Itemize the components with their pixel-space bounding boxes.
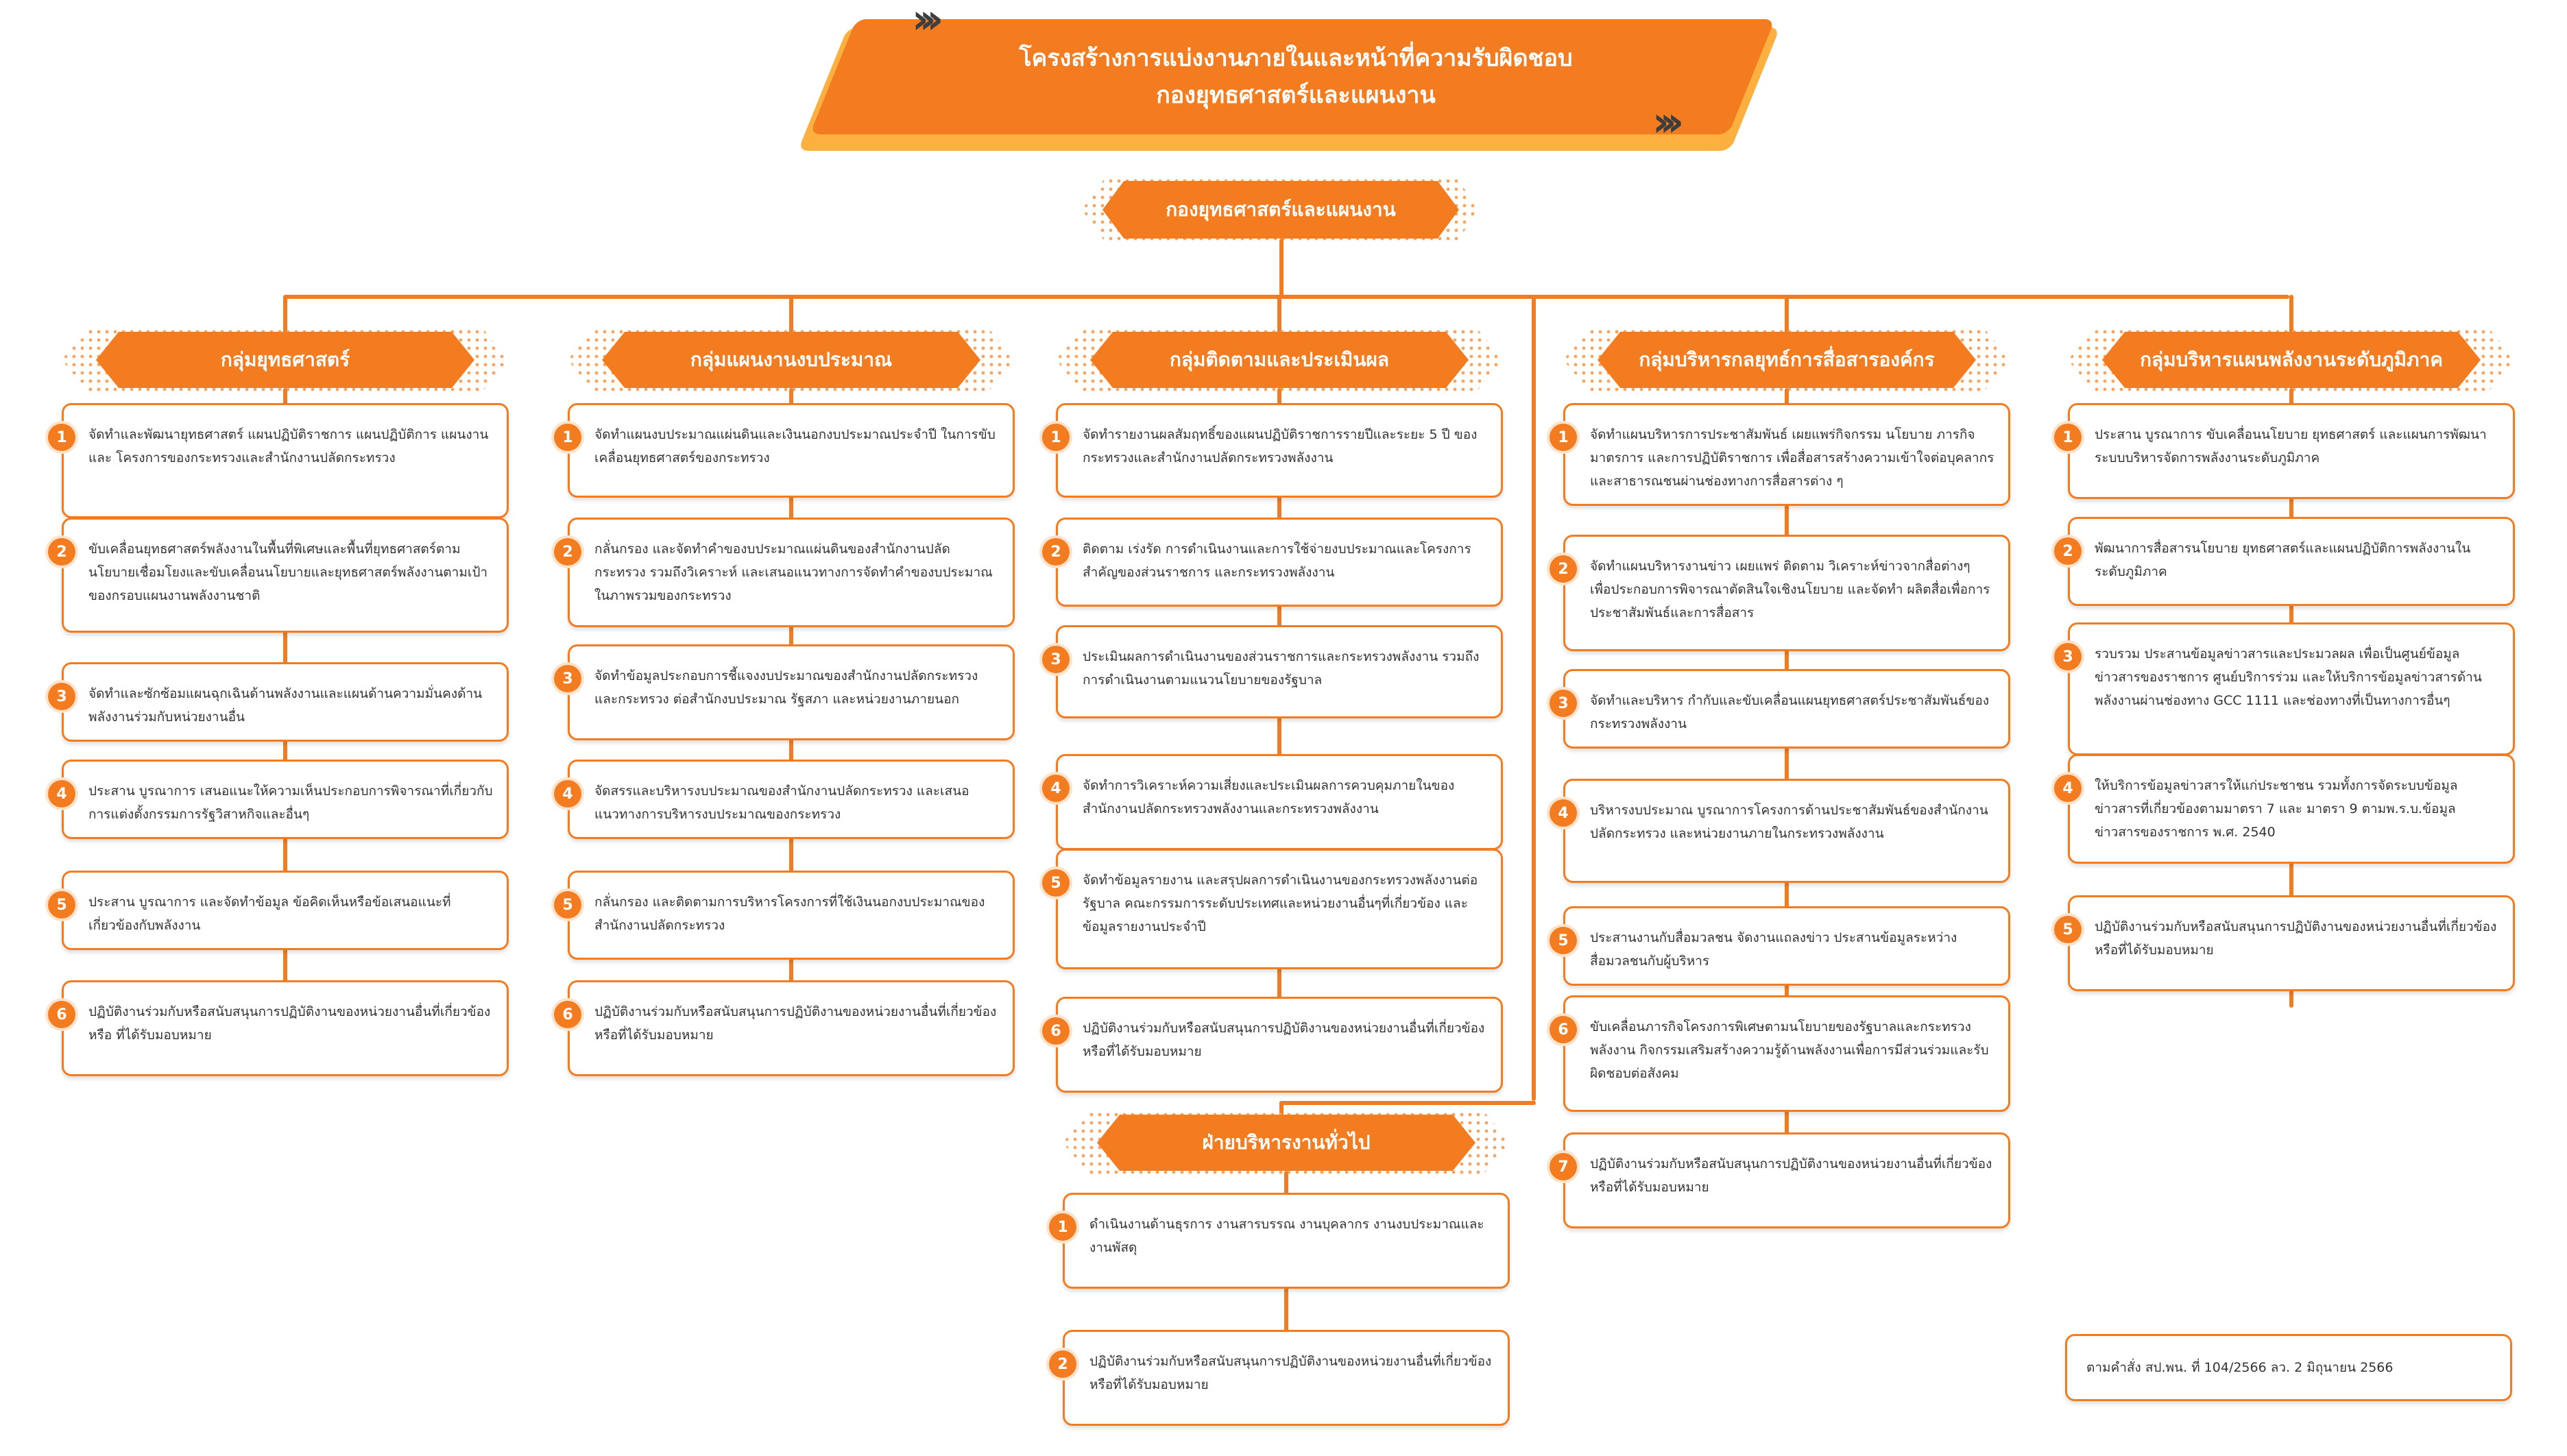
item-number-badge: 5 [1042,869,1070,897]
item-number-badge: 1 [48,424,75,451]
admin-header: ฝ่ายบริหารงานทั่วไป [1097,1115,1475,1171]
connector-line [1532,295,1536,1101]
group-item-card: ปฏิบัติงานร่วมกับหรือสนับสนุนการปฏิบัติง… [62,980,509,1076]
group-item-card: ประสาน บูรณาการ และจัดทำข้อมูล ข้อคิดเห็… [62,871,509,950]
connector-line [2289,295,2293,356]
group-item-card: จัดสรรและบริหารงบประมาณของสำนักงานปลัดกร… [568,760,1015,839]
page-title-line2: กองยุทธศาสตร์และแผนงาน [1156,82,1436,109]
group-item-card: ปฏิบัติงานร่วมกับหรือสนับสนุนการปฏิบัติง… [1563,1132,2010,1228]
item-number-badge: 3 [554,665,581,692]
item-number-badge: 1 [554,424,581,451]
item-number-badge: 3 [48,683,75,710]
item-number-badge: 4 [554,780,581,808]
item-number-badge: 4 [1042,775,1070,802]
item-number-badge: 5 [48,891,75,919]
group-item-card: จัดทำแผนงบประมาณแผ่นดินและเงินนอกงบประมา… [568,403,1015,498]
connector-line [1279,1101,1536,1105]
group-item-card: พัฒนาการสื่อสารนโยบาย ยุทธศาสตร์และแผนปฏ… [2068,517,2515,606]
item-number-badge: 5 [1550,927,1577,954]
item-number-badge: 1 [1042,424,1070,451]
group-header: กลุ่มแผนงานงบประมาณ [602,332,980,388]
group-item-card: จัดทำรายงานผลสัมฤทธิ์ของแผนปฏิบัติราชการ… [1056,403,1503,498]
group-item-card: จัดทำและซักซ้อมแผนฉุกเฉินด้านพลังงานและแ… [62,662,509,742]
group-item-card: ขับเคลื่อนยุทธศาสตร์พลังงานในพื้นที่พิเศ… [62,518,509,633]
item-number-badge: 4 [48,780,75,808]
item-number-badge: 2 [554,538,581,566]
item-number-badge: 2 [1550,555,1577,583]
root-department: กองยุทธศาสตร์และแผนงาน [1102,181,1459,239]
item-number-badge: 7 [1550,1153,1577,1180]
page-title-line1: โครงสร้างการแบ่งงานภายในและหน้าที่ความรั… [1019,45,1573,72]
item-number-badge: 6 [554,1001,581,1028]
group-item-card: ขับเคลื่อนภารกิจโครงการพิเศษตามนโยบายของ… [1563,995,2010,1112]
page-title: โครงสร้างการแบ่งงานภายในและหน้าที่ความรั… [836,19,1755,134]
group-item-card: จัดทำและพัฒนายุทธศาสตร์ แผนปฏิบัติราชการ… [62,403,509,518]
group-item-card: บริหารงบประมาณ บูรณาการโครงการด้านประชาส… [1563,779,2010,883]
item-number-badge: 4 [2054,775,2082,802]
group-item-card: ปฏิบัติงานร่วมกับหรือสนับสนุนการปฏิบัติง… [2068,895,2515,991]
admin-item-card: ปฏิบัติงานร่วมกับหรือสนับสนุนการปฏิบัติง… [1063,1330,1510,1426]
item-number-badge: 3 [1550,690,1577,717]
connector-line [789,295,793,356]
item-number-badge: 6 [1042,1017,1070,1045]
item-number-badge: 1 [2054,424,2082,451]
group-item-card: ประสาน บูรณาการ ขับเคลื่อนนโยบาย ยุทธศาส… [2068,403,2515,499]
group-item-card: รวบรวม ประสานข้อมูลข่าวสารและประมวลผล เพ… [2068,622,2515,755]
group-item-card: กลั่นกรอง และจัดทำคำของบประมาณแผ่นดินของ… [568,518,1015,627]
item-number-badge: 2 [48,538,75,566]
group-item-card: จัดทำการวิเคราะห์ความเสี่ยงและประเมินผลก… [1056,754,1503,850]
group-item-card: จัดทำแผนบริหารงานข่าว เผยแพร่ ติดตาม วิเ… [1563,535,2010,651]
group-item-card: จัดทำข้อมูลประกอบการชี้แจงงบประมาณของสำน… [568,644,1015,740]
group-item-card: จัดทำข้อมูลรายงาน และสรุปผลการดำเนินงานข… [1056,849,1503,969]
item-number-badge: 3 [1042,646,1070,673]
group-item-card: จัดทำและบริหาร กำกับและขับเคลื่อนแผนยุทธ… [1563,669,2010,749]
connector-line [1785,388,1789,1146]
group-header: กลุ่มบริหารแผนพลังงานระดับภูมิภาค [2102,332,2481,388]
connector-line [285,295,2289,299]
group-header: กลุ่มบริหารกลยุทธ์การสื่อสารองค์กร [1598,332,1976,388]
item-number-badge: 5 [2054,916,2082,943]
chevron-right-icon: ››› [1652,98,1684,146]
group-item-card: ให้บริการข้อมูลข่าวสารให้แก่ประชาชน รวมท… [2068,754,2515,864]
admin-item-card: ดำเนินงานด้านธุรการ งานสารบรรณ งานบุคลาก… [1063,1193,1510,1289]
group-item-card: ประเมินผลการดำเนินงานของส่วนราชการและกระ… [1056,625,1503,718]
item-number-badge: 4 [1550,799,1577,827]
item-number-badge: 1 [1049,1213,1076,1241]
item-number-badge: 2 [2054,537,2082,565]
group-item-card: จัดทำแผนบริหารการประชาสัมพันธ์ เผยแพร่กิ… [1563,403,2010,506]
item-number-badge: 5 [554,891,581,919]
chevron-right-icon: ››› [912,0,943,43]
group-item-card: ประสาน บูรณาการ เสนอแนะให้ความเห็นประกอบ… [62,760,509,839]
group-item-card: ประสานงานกับสื่อมวลชน จัดงานแถลงข่าว ประ… [1563,906,2010,986]
group-item-card: ติดตาม เร่งรัด การดำเนินงานและการใช้จ่าย… [1056,518,1503,607]
group-header: กลุ่มติดตามและประเมินผล [1090,332,1469,388]
group-item-card: ปฏิบัติงานร่วมกับหรือสนับสนุนการปฏิบัติง… [1056,997,1503,1093]
item-number-badge: 6 [1550,1016,1577,1043]
connector-line [1785,295,1789,356]
group-header: กลุ่มยุทธศาสตร์ [96,332,474,388]
order-reference-note: ตามคำสั่ง สป.พน. ที่ 104/2566 ลว. 2 มิถุ… [2065,1334,2512,1401]
connector-line [283,295,287,356]
item-number-badge: 2 [1042,538,1070,566]
connector-line [1277,295,1281,356]
item-number-badge: 1 [1550,424,1577,451]
connector-line [1279,239,1284,298]
group-item-card: ปฏิบัติงานร่วมกับหรือสนับสนุนการปฏิบัติง… [568,980,1015,1076]
group-item-card: กลั่นกรอง และติดตามการบริหารโครงการที่ใช… [568,871,1015,960]
item-number-badge: 6 [48,1001,75,1028]
item-number-badge: 2 [1049,1350,1076,1378]
item-number-badge: 3 [2054,643,2082,670]
